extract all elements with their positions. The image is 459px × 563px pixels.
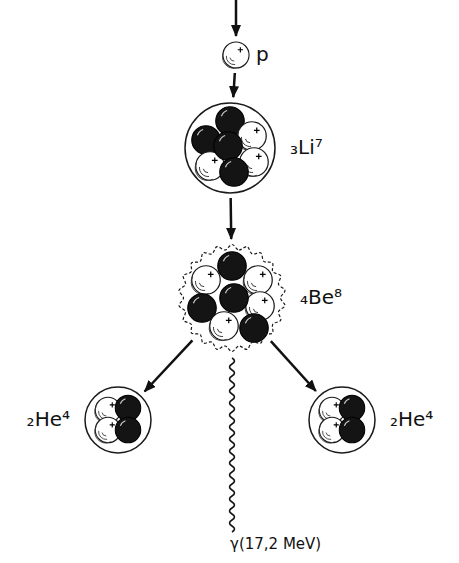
- neutron: [220, 284, 249, 313]
- neutron: [115, 417, 141, 443]
- nucleus-outline: [184, 102, 276, 194]
- proton: [222, 42, 249, 68]
- helium-nucleons: [95, 395, 141, 443]
- nucleus-outline-circle: [309, 387, 375, 453]
- helium-nucleons: [319, 395, 365, 443]
- nucleus-outline-circle: [185, 103, 275, 193]
- nuclide-label: ₄Be⁸: [300, 286, 342, 308]
- proton: [209, 312, 238, 341]
- nucleus-outline: [84, 386, 152, 454]
- neutron: [218, 252, 247, 281]
- fuzzy-outline-path: [179, 245, 285, 352]
- reaction-arrow: [233, 73, 235, 97]
- nuclide-label: ₃Li⁷: [290, 136, 323, 158]
- reaction-arrow: [271, 341, 316, 391]
- nucleus-node: ₂He⁴: [308, 386, 376, 454]
- reaction-arrow: [145, 340, 193, 391]
- nuclide-label: ₂He⁴: [27, 408, 70, 430]
- beryllium-nucleons: [188, 252, 275, 343]
- lithium-nucleons: [192, 107, 269, 187]
- nucleus-outline-circle: [85, 387, 151, 453]
- proton: [191, 266, 220, 295]
- gamma-wave: [230, 358, 235, 532]
- nuclide-label: p: [256, 43, 269, 65]
- neutron: [214, 132, 243, 161]
- nucleus-node: ₄Be⁸: [178, 244, 286, 352]
- nuclide-label: ₂He⁴: [390, 408, 433, 430]
- fuzzy-nucleus-outline: [178, 244, 286, 352]
- neutron: [240, 314, 269, 343]
- nucleus-node: ₃Li⁷: [184, 102, 276, 194]
- incoming-arrow: [235, 0, 238, 36]
- gamma-energy-label: γ(17,2 MeV): [228, 536, 323, 553]
- nucleus-outline: [308, 386, 376, 454]
- nucleus-node: p: [222, 41, 250, 69]
- proton: [243, 266, 272, 295]
- nucleus-node: ₂He⁴: [84, 386, 152, 454]
- neutron: [339, 417, 365, 443]
- neutron: [220, 158, 249, 187]
- reaction-arrow: [229, 198, 232, 239]
